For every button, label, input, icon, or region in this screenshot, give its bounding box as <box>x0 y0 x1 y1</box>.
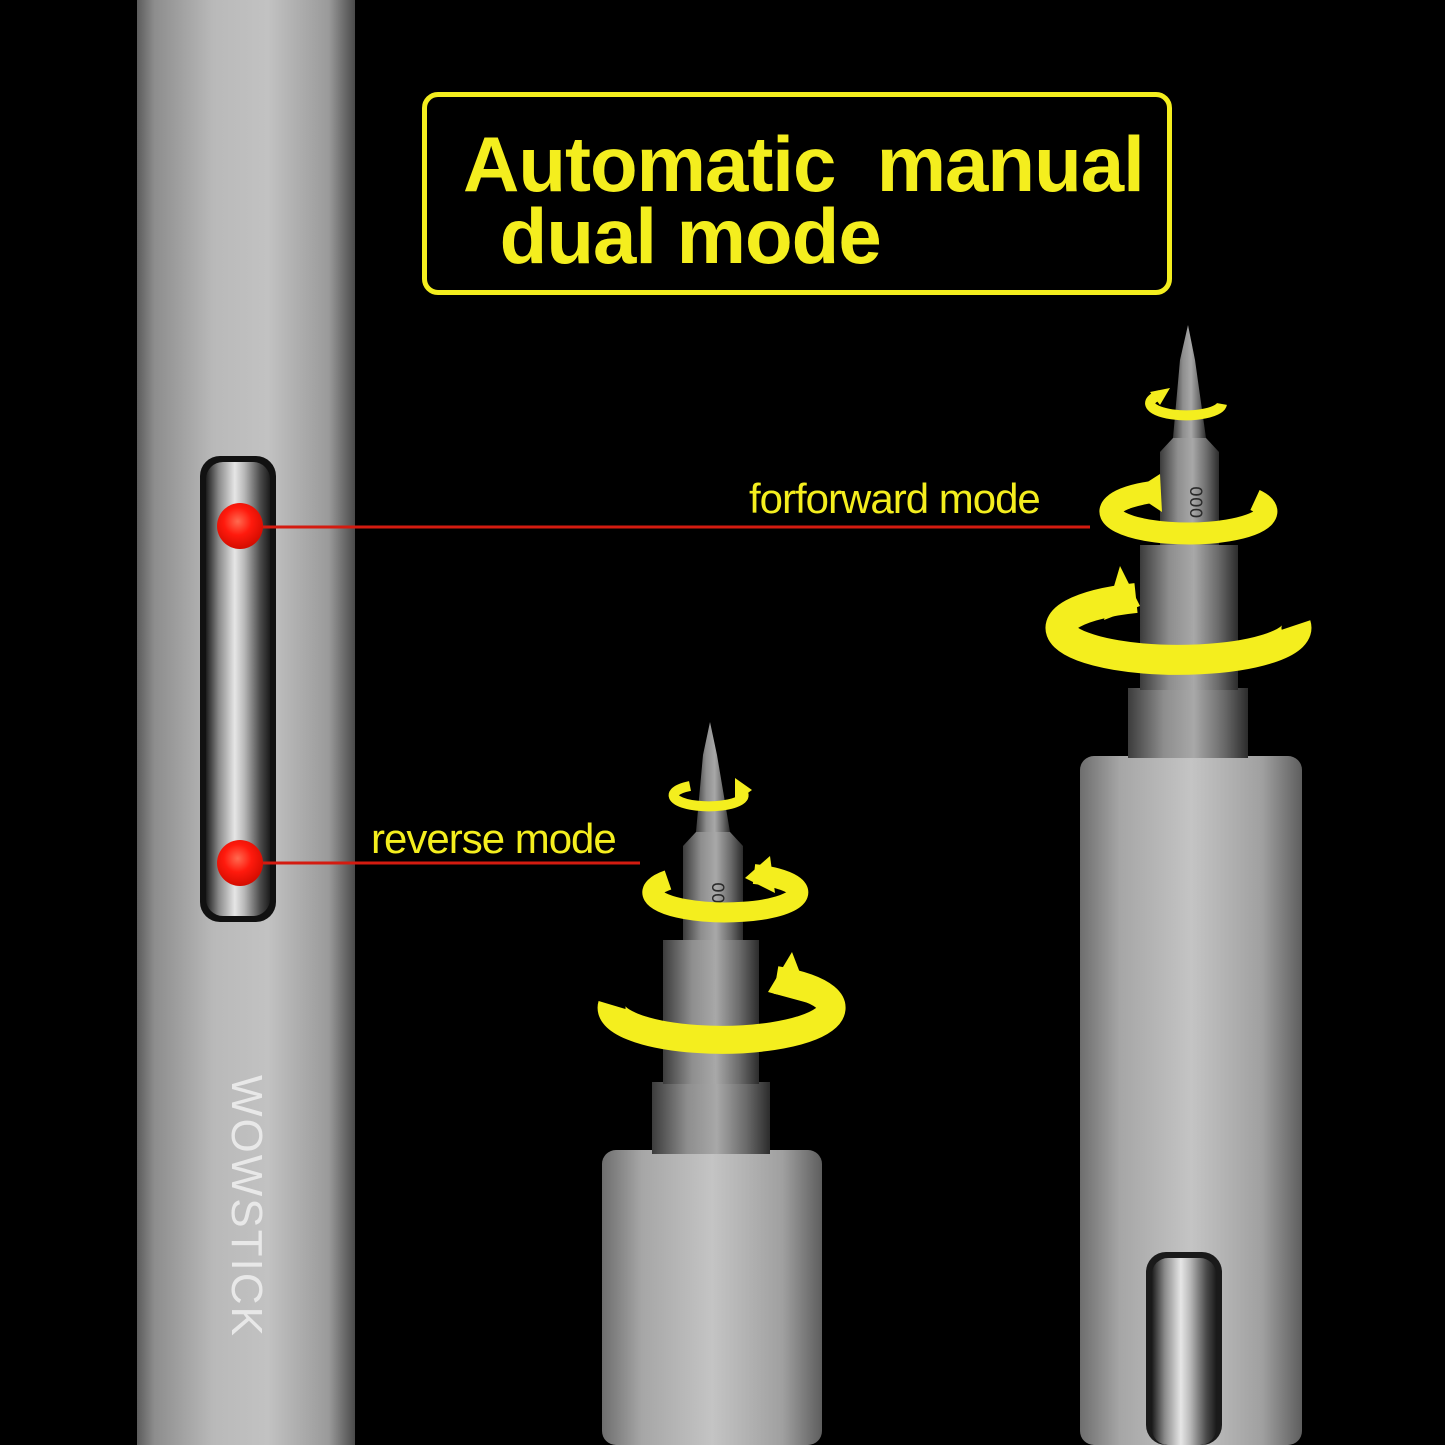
forward-mode-label: forforward mode <box>749 475 1041 522</box>
title-line-2: dual mode <box>479 192 882 280</box>
rotation-arrow-icon <box>642 856 809 923</box>
indicator-lights <box>217 503 1090 886</box>
reverse-mode-label: reverse mode <box>371 815 617 862</box>
rotation-arrow-icon <box>597 952 846 1054</box>
forward-indicator-light-icon <box>217 503 263 549</box>
title-line-1: Automatic manual <box>463 120 1145 208</box>
screwdriver-forward: 000 <box>1080 325 1302 1445</box>
main-handle <box>137 0 355 1445</box>
rotation-arrow-icon <box>1099 474 1278 545</box>
indicator-slot <box>206 462 270 916</box>
brand-logo: WOWSTICK <box>222 1075 271 1338</box>
rotation-arrow-icon <box>668 778 752 812</box>
title-box: Automatic manual dual mode <box>422 92 1172 295</box>
bit-marking: 000 <box>1185 486 1205 518</box>
rotation-arrow-icon <box>1145 388 1227 421</box>
screwdriver-reverse: 000 <box>602 722 822 1445</box>
rotation-arrows <box>597 388 1312 1054</box>
rotation-arrow-icon <box>1045 566 1312 675</box>
reverse-indicator-light-icon <box>217 840 263 886</box>
